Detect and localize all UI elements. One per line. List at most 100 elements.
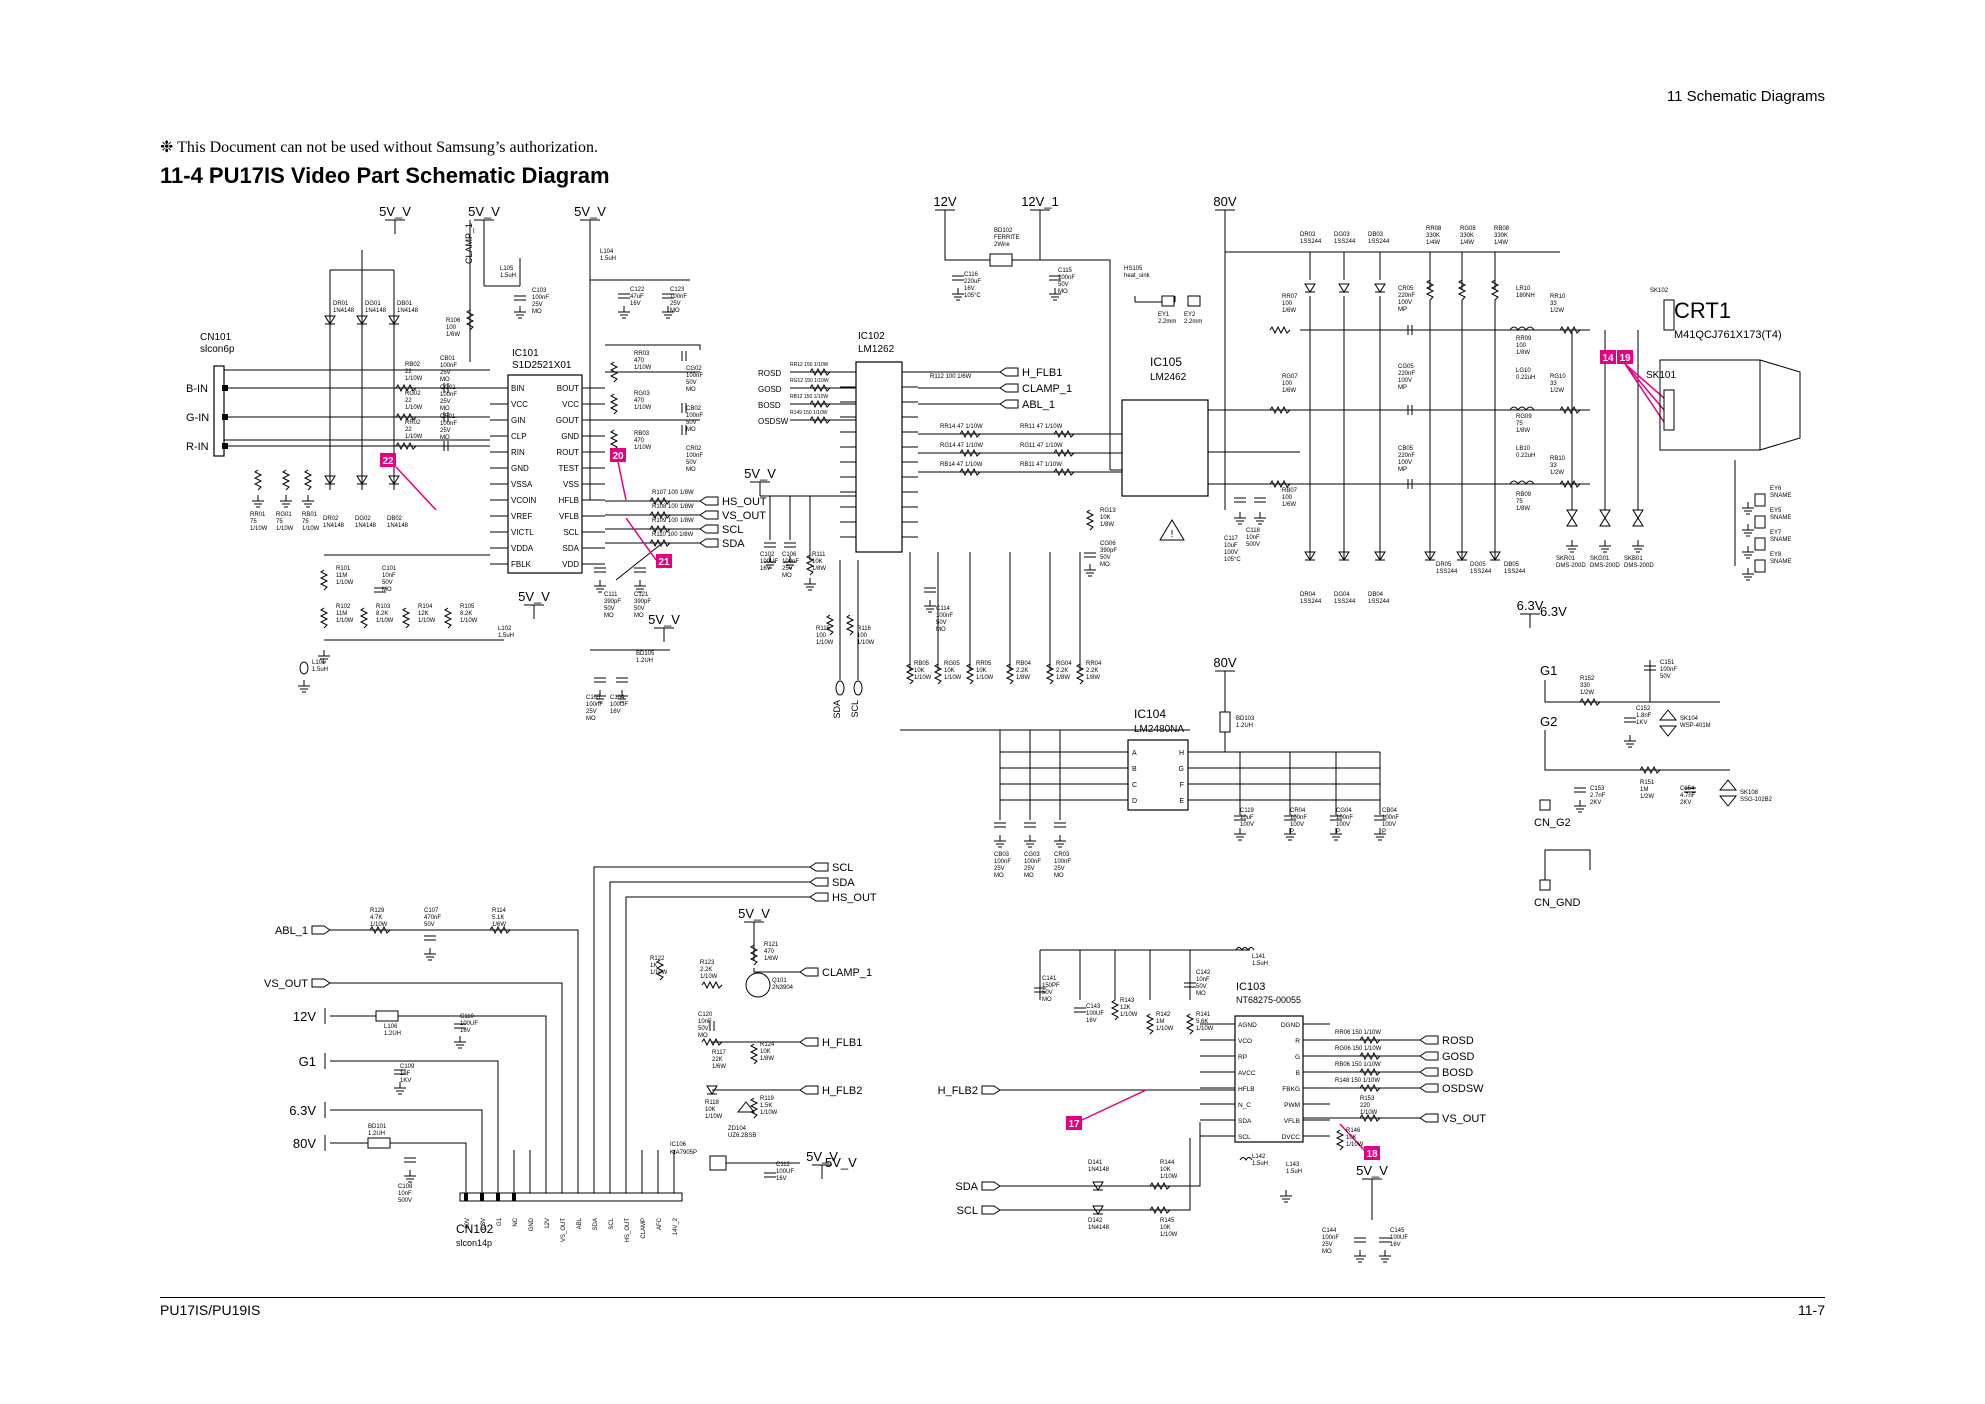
ground-symbol [784, 556, 796, 569]
rail-12v: 12V [933, 194, 956, 209]
component-value: 11M [336, 573, 347, 579]
diode [1304, 283, 1316, 293]
net-arrow [999, 399, 1019, 409]
component-value: 1M [1640, 787, 1648, 793]
net-arrow [999, 367, 1019, 377]
diode [388, 475, 400, 485]
rail-bar [580, 219, 600, 234]
component-value: 1/6W [446, 332, 460, 338]
component-rr03: RR03 [634, 351, 650, 357]
component-value: MP [1398, 385, 1407, 391]
component-cr01: CR01 [440, 414, 456, 420]
component-value: 100nF [686, 453, 703, 459]
cn102-pin-8: SDA [593, 1218, 599, 1230]
net-cn102-12v: 12V [293, 1009, 316, 1024]
component-rg10: RG10 [1550, 374, 1566, 380]
capacitor [634, 567, 646, 573]
component-value: 10uF [1240, 815, 1254, 821]
component-r117: R117 [712, 1050, 727, 1056]
resistor [1359, 1051, 1381, 1061]
component-value: MO [782, 573, 792, 579]
ground-symbol [1049, 288, 1061, 301]
capacitor [424, 935, 436, 941]
section-label: 11 Schematic Diagrams [1666, 88, 1825, 105]
capacitor [443, 412, 449, 422]
net-arrow [311, 925, 331, 935]
component-value: MO [604, 613, 614, 619]
component-l142: L142 [1252, 1154, 1266, 1160]
rail-5v-v-8: 5V_V [1356, 1163, 1388, 1178]
net-arrow [981, 1181, 1001, 1191]
component-c110: C110 [460, 1014, 475, 1020]
component-value: 390pF [634, 599, 651, 605]
warning-mark: ! [1171, 529, 1174, 540]
net-arrow [699, 496, 719, 506]
component-value: 220nF [1398, 371, 1415, 377]
capacitor [1379, 1237, 1391, 1243]
bead-bd103 [1219, 711, 1231, 733]
component-value: 1/10W [1346, 1142, 1364, 1148]
component-cb03: CB03 [994, 852, 1010, 858]
component-value: 50V [1196, 984, 1207, 990]
component-dr01: DR01 [333, 301, 349, 307]
component-c153: C153 [1590, 786, 1605, 792]
component-value: 25V [670, 301, 681, 307]
component-value: MO [440, 377, 450, 383]
component-value: 1/10W [405, 434, 423, 440]
component-value: 100nF [1660, 667, 1677, 673]
capacitor [1574, 787, 1586, 793]
component-r143: R143 [1120, 998, 1135, 1004]
bead-l106 [375, 1010, 399, 1022]
component-dr05: DR05 [1436, 562, 1452, 568]
ic101-ref: IC101 [512, 348, 539, 359]
component-value: 1/2W [1550, 308, 1564, 314]
component-value: 25V [440, 399, 451, 405]
component-rg02: RG02 [405, 391, 421, 397]
slash [615, 544, 661, 581]
wire [753, 968, 800, 973]
component-value: 10K [1160, 1167, 1171, 1173]
component-value: 1.2UH [384, 1031, 401, 1037]
ground-symbol [404, 1170, 416, 1183]
component-rg01: RG01 [276, 512, 292, 518]
component-zd104: ZD104 [728, 1126, 747, 1132]
component-value: 2.2K [700, 967, 712, 973]
net-ic103-gosd: GOSD [1442, 1051, 1474, 1063]
ground-symbol [302, 495, 314, 508]
component-value: 33 [1550, 463, 1557, 469]
eyelet [1754, 493, 1766, 507]
net-cn102-vs-out: VS_OUT [264, 978, 308, 990]
component-r123: R123 [700, 960, 715, 966]
component-rr11: RR11 47 1/10W [1020, 424, 1063, 430]
component-value: 50V [1042, 990, 1053, 996]
ic101-pin-gnd: GND [561, 432, 579, 441]
cn-gnd-ref: CN_GND [1534, 897, 1581, 909]
component-r103: R103 [376, 604, 391, 610]
footer-page-number: 11-7 [1798, 1302, 1825, 1318]
capacitor [952, 275, 964, 281]
marker-line [617, 461, 627, 501]
component-rb09: RB09 [1516, 492, 1532, 498]
wire [1000, 1138, 1191, 1211]
component-value: 33 [1550, 301, 1557, 307]
capacitor [1034, 987, 1046, 993]
capacitor [394, 1069, 406, 1075]
resistor [1359, 1083, 1381, 1093]
component-value: 1/10W [1360, 1110, 1378, 1116]
component-ey1: EY1 [1158, 312, 1170, 318]
rail-bar [1520, 613, 1540, 628]
component-value: 100nF [1322, 1235, 1339, 1241]
net-arrow [1419, 1083, 1439, 1093]
inductor [1509, 406, 1535, 411]
component-value: 0.22uH [1516, 375, 1535, 381]
component-value: 100nF [686, 373, 703, 379]
component-value: SNAME [1770, 537, 1791, 543]
component-value: 33 [1550, 381, 1557, 387]
ic101-body [507, 374, 583, 574]
net-ic103-scl: SCL [957, 1205, 978, 1217]
component-value: 100nF [1336, 815, 1353, 821]
marker-21: 21 [658, 557, 670, 568]
component-value: MO [1058, 289, 1068, 295]
ic103-pin-pwm: PWM [1284, 1102, 1300, 1109]
marker-line [1081, 1089, 1147, 1121]
